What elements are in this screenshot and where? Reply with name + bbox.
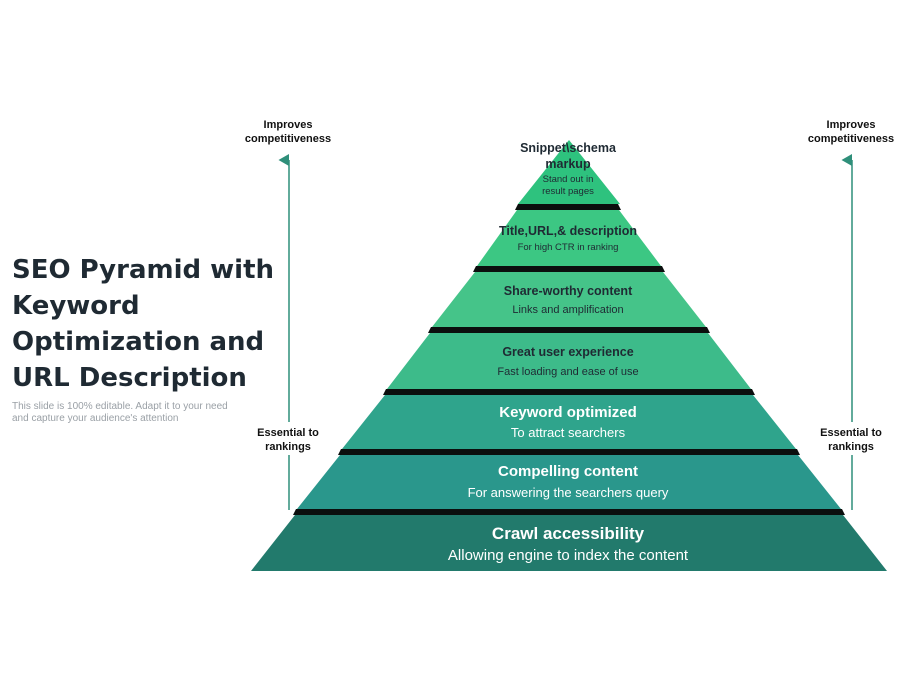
tier-6-desc: For answering the searchers query xyxy=(468,485,669,500)
tier-5-title: Keyword optimized xyxy=(499,404,637,421)
tier-4-title: Great user experience xyxy=(502,345,633,359)
tier-separator xyxy=(293,509,845,515)
tier-separator xyxy=(383,389,755,395)
tier-separator xyxy=(515,204,621,210)
tier-3-title: Share-worthy content xyxy=(504,284,633,298)
tier-1-shape xyxy=(518,140,620,204)
tier-4-desc: Fast loading and ease of use xyxy=(497,366,638,378)
left-bottom-label: Essential to rankings xyxy=(257,427,319,453)
tier-1-title-line1: Snippet\schema xyxy=(520,141,617,155)
slide-title: SEO Pyramid with Keyword Optimization an… xyxy=(12,255,275,393)
tier-5-desc: To attract searchers xyxy=(511,425,626,440)
tier-3-desc: Links and amplification xyxy=(512,304,623,316)
tier-3-shape xyxy=(432,272,706,327)
tier-7-title: Crawl accessibility xyxy=(492,524,645,543)
slide-subtitle: This slide is 100% editable. Adapt it to… xyxy=(12,401,228,424)
tier-7-shape xyxy=(251,515,887,571)
tier-2-desc: For high CTR in ranking xyxy=(518,242,619,253)
tier-1-desc-line2: result pages xyxy=(542,186,594,197)
tier-separator xyxy=(428,327,710,333)
tier-separator xyxy=(473,266,665,272)
tier-separator xyxy=(338,449,800,455)
tier-1-title-line2: markup xyxy=(545,157,591,171)
right-top-label: Improves competitiveness xyxy=(807,119,895,145)
right-bottom-label: Essential to rankings xyxy=(820,427,882,453)
tier-2-title: Title,URL,& description xyxy=(499,224,637,238)
tier-6-title: Compelling content xyxy=(498,463,638,480)
tier-4-shape xyxy=(387,333,751,389)
tier-6-shape xyxy=(297,455,841,509)
tier-2-shape xyxy=(477,210,661,266)
tier-5-shape xyxy=(342,395,796,449)
tier-7-desc: Allowing engine to index the content xyxy=(448,547,689,564)
left-top-label: Improves competitiveness xyxy=(244,119,332,145)
tier-1-desc-line1: Stand out in xyxy=(543,174,594,185)
